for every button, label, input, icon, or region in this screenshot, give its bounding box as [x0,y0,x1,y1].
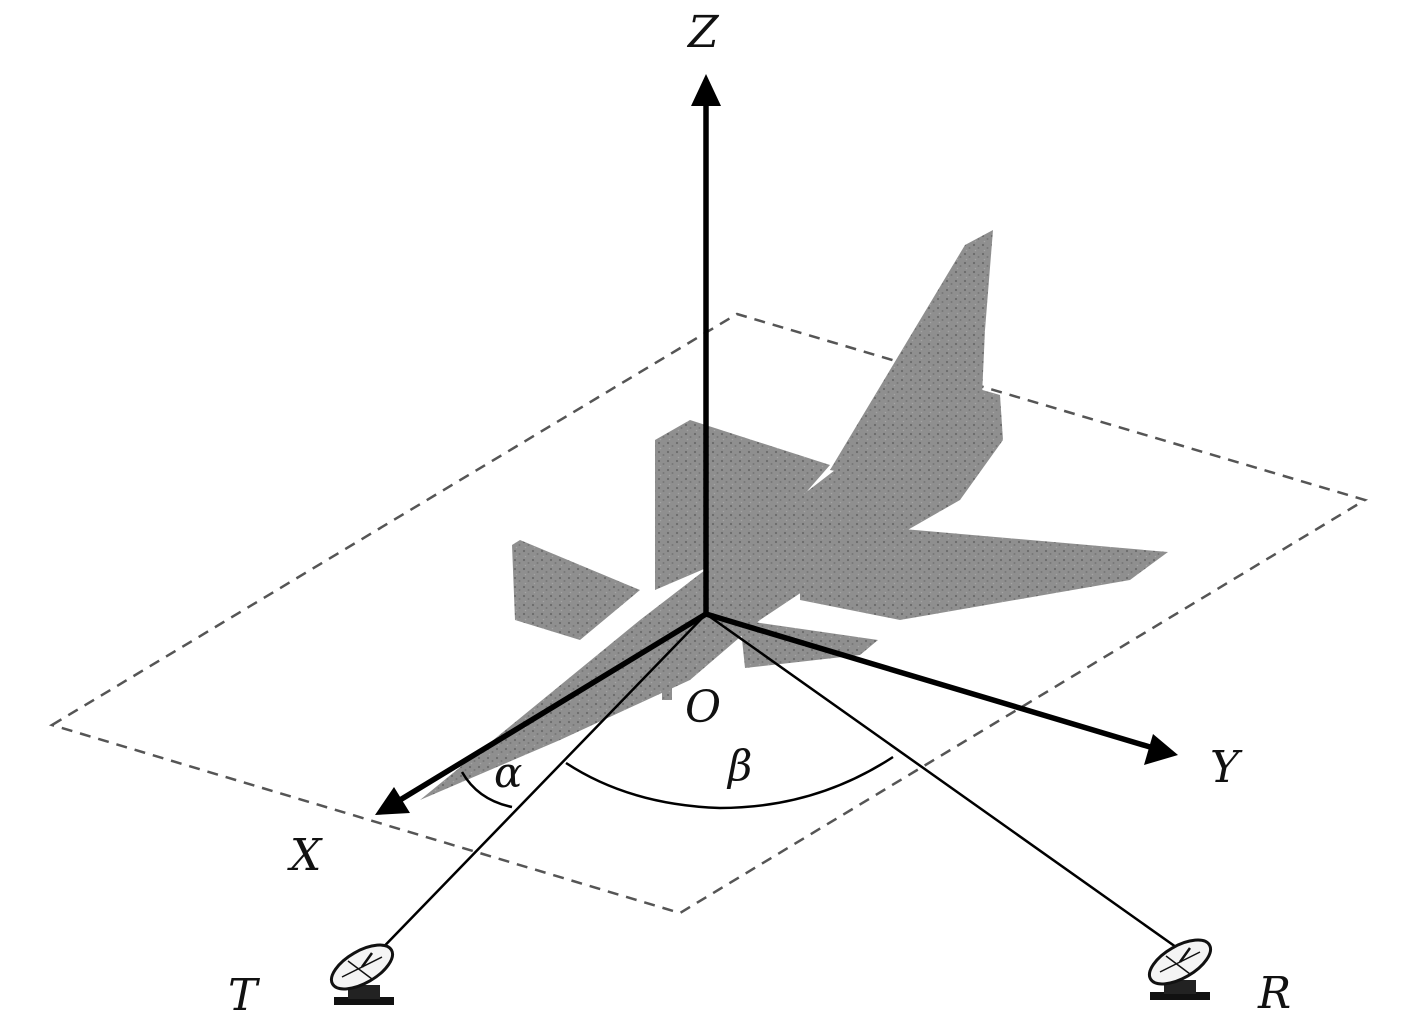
x-axis [375,611,708,815]
x-axis-label: X [287,830,323,881]
transmitter-line [367,613,707,964]
z-axis [691,74,721,614]
alpha-arc [460,771,513,809]
transmitter-label: T [228,970,261,1016]
beta-label: β [726,741,752,790]
alpha-label: α [494,748,522,797]
radar-dish-icon [329,943,395,1005]
z-axis-label: Z [686,7,720,58]
aircraft-icon [420,230,1168,800]
y-axis-label: Y [1210,742,1243,793]
reference-plane [48,312,1369,915]
receiver-line [705,612,1184,954]
receiver-label: R [1257,968,1291,1016]
radar-dish-icon [1147,938,1213,1000]
y-axis [705,611,1178,765]
beta-arc [565,755,894,810]
origin-label: O [685,682,721,733]
